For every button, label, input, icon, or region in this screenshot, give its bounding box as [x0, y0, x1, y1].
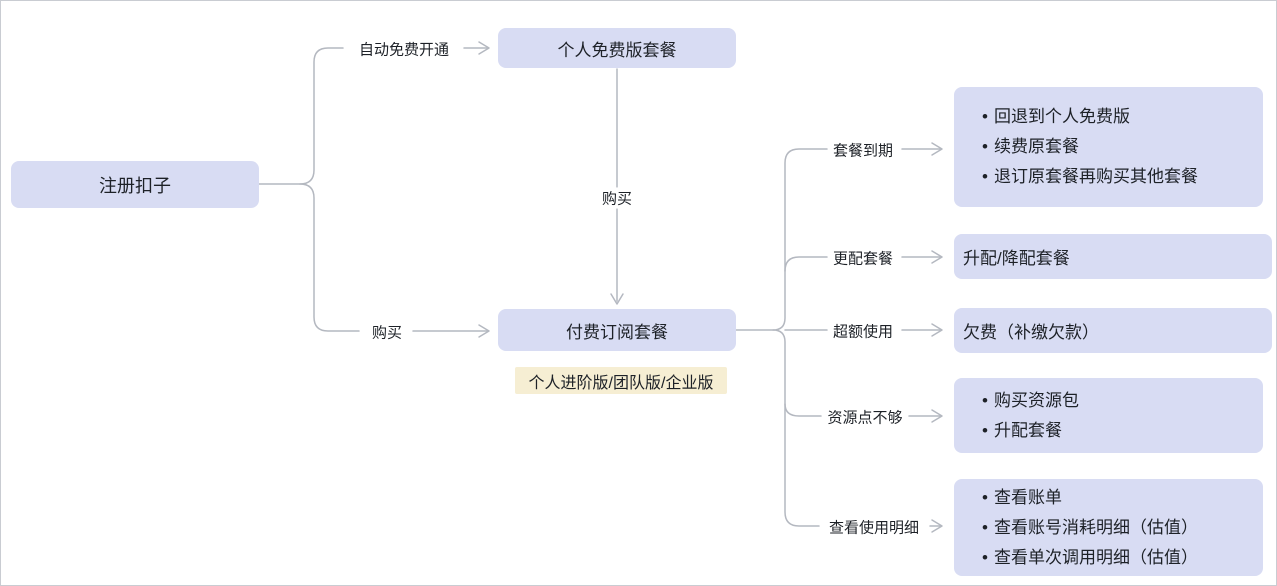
list-item-text: 查看账单 — [994, 487, 1062, 507]
arrow-buy-head — [478, 324, 490, 338]
bullet-icon: • — [982, 167, 988, 186]
list-item-text: 查看账号消耗明细（估值） — [994, 517, 1198, 537]
list-item: • 查看单次调用明细（估值） — [954, 543, 1263, 573]
bullet-icon: • — [982, 420, 988, 440]
paid-plan-tiers-tag: 个人进阶版/团队版/企业版 — [515, 367, 727, 394]
bullet-icon: • — [982, 517, 988, 537]
list-item-text: 升配套餐 — [994, 420, 1062, 440]
edge-label-auto-free: 自动免费开通 — [355, 38, 453, 60]
edge-label-view-usage: 查看使用明细 — [825, 516, 923, 538]
edge-label-insufficient-points: 资源点不够 — [824, 406, 906, 428]
arrow-change-head — [931, 250, 943, 264]
arrow-overuse-head — [931, 323, 943, 337]
list-item: • 查看账单 — [954, 483, 1263, 513]
edge-paid-to-expire — [735, 148, 828, 331]
edge-label-buy: 购买 — [368, 321, 406, 343]
bullet-icon: • — [982, 107, 988, 126]
node-expire-options: • 回退到个人免费版 • 续费原套餐 • 退订原套餐再购买其他套餐 — [954, 87, 1263, 207]
arrow-points-head — [931, 409, 943, 423]
list-item: • 购买资源包 — [954, 386, 1263, 416]
edge-label-buy-vertical: 购买 — [598, 187, 636, 209]
list-item: • 退订原套餐再购买其他套餐 — [954, 162, 1263, 192]
node-register: 注册扣子 — [11, 161, 259, 208]
list-item-text: 查看单次调用明细（估值） — [994, 547, 1198, 567]
bullet-icon: • — [982, 137, 988, 156]
node-overuse-result: 欠费（补缴欠款） — [954, 308, 1272, 353]
arrow-autofree-head — [478, 41, 490, 55]
list-item: • 回退到个人免费版 — [954, 102, 1263, 132]
node-paid-plan: 付费订阅套餐 — [498, 309, 736, 351]
arrow-expire-head — [931, 142, 943, 156]
edge-paid-to-usage — [772, 329, 820, 527]
list-item-text: 回退到个人免费版 — [994, 107, 1130, 126]
edge-paid-to-change — [784, 256, 828, 272]
list-item: • 续费原套餐 — [954, 132, 1263, 162]
list-item: • 查看账号消耗明细（估值） — [954, 513, 1263, 543]
node-change-result: 升配/降配套餐 — [954, 234, 1272, 279]
list-item-text: 购买资源包 — [994, 390, 1079, 410]
list-item-text: 退订原套餐再购买其他套餐 — [994, 167, 1198, 186]
arrow-free-to-paid-head — [610, 293, 624, 305]
node-points-options: • 购买资源包 • 升配套餐 — [954, 378, 1263, 453]
list-item-text: 续费原套餐 — [994, 137, 1079, 156]
bullet-icon: • — [982, 547, 988, 567]
edge-root-to-autofree — [258, 47, 344, 185]
node-free-plan: 个人免费版套餐 — [498, 28, 736, 68]
edge-paid-to-points — [784, 403, 822, 417]
arrow-usage-head — [931, 519, 943, 533]
edge-label-change-plan: 更配套餐 — [829, 247, 897, 269]
bullet-icon: • — [982, 487, 988, 507]
edge-label-plan-expire: 套餐到期 — [829, 139, 897, 161]
bullet-icon: • — [982, 390, 988, 410]
edge-root-to-buy — [299, 183, 360, 332]
list-item: • 升配套餐 — [954, 416, 1263, 446]
node-usage-options: • 查看账单 • 查看账号消耗明细（估值） • 查看单次调用明细（估值） — [954, 479, 1263, 576]
edge-label-overuse: 超额使用 — [829, 320, 897, 342]
